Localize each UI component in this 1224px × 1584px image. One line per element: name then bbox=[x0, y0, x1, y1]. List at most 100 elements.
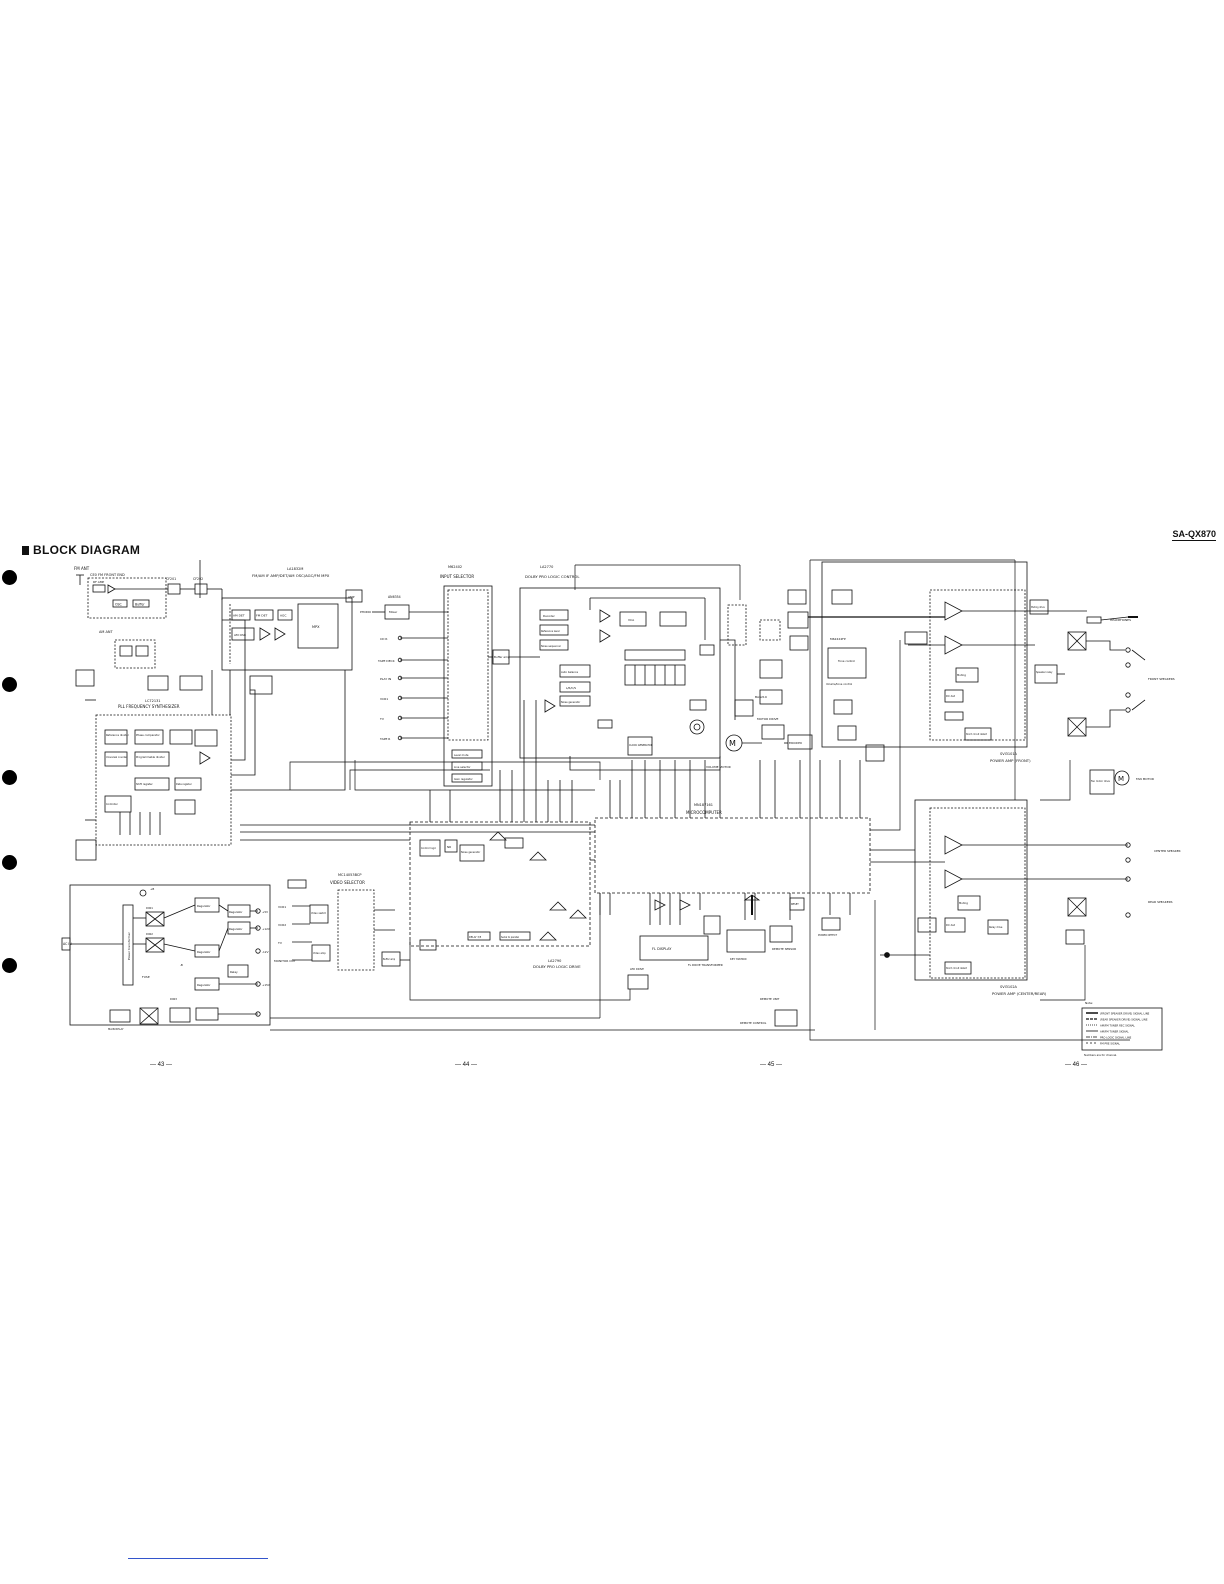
volume-resistor-box bbox=[727, 604, 747, 646]
video-in-vcr2: VCR2 bbox=[278, 923, 286, 927]
center-speaker-label: CENTER SPEAKER bbox=[1154, 849, 1181, 853]
binder-hole bbox=[2, 855, 17, 870]
amp-box bbox=[345, 589, 363, 603]
speaker-relay-label: Speaker relay bbox=[1036, 671, 1053, 674]
binder-hole bbox=[2, 770, 17, 785]
am-osc-coil bbox=[147, 675, 169, 691]
power-detect-label: POWER DETECT bbox=[818, 934, 838, 937]
fl-drive-label: FL DRIVE TRANSFORMER bbox=[688, 963, 723, 967]
video-switch-label: Video switch bbox=[311, 912, 327, 915]
input-selector-ic bbox=[447, 589, 489, 741]
delay-box bbox=[467, 931, 491, 941]
mpx-box bbox=[297, 603, 339, 649]
noise-sequencer-box bbox=[539, 639, 569, 651]
decoder-out-box bbox=[419, 939, 437, 951]
speaker-relay-box bbox=[1034, 664, 1058, 684]
pll-amp-triangle bbox=[199, 751, 211, 765]
am-det-ext bbox=[179, 675, 203, 691]
video-in-vcr1: VCR1 bbox=[278, 905, 286, 909]
page-number: — 46 — bbox=[1065, 1062, 1088, 1068]
power-frame bbox=[69, 884, 271, 1026]
clock-gen-label: CLOCK GENERATOR bbox=[629, 744, 653, 747]
prologic-drive-ic bbox=[409, 821, 591, 947]
video-switch-box bbox=[309, 904, 329, 924]
source-cd: CD R bbox=[380, 637, 387, 641]
voltage-b-plus: +B bbox=[150, 887, 154, 891]
noise-generator-box bbox=[559, 695, 591, 707]
source-tv: TV bbox=[379, 717, 385, 721]
front-amp-label: POWER AMP (FRONT) bbox=[990, 758, 1031, 763]
relay-drive-box bbox=[987, 919, 1009, 935]
input-selector-frame bbox=[443, 585, 493, 787]
front-amp-section: SVI3101A POWER AMP (FRONT) Muting DC det… bbox=[808, 561, 1175, 795]
center-protect-label: Short circuit detect bbox=[946, 967, 967, 970]
regulator-4-label: Regulator bbox=[197, 950, 211, 954]
front-speakers-label: FRONT SPEAKERS bbox=[1148, 677, 1175, 681]
binder-hole bbox=[2, 677, 17, 692]
controller-label: Controller bbox=[106, 803, 118, 806]
relay-front-box bbox=[865, 744, 885, 762]
center-amp-label: POWER AMP (CENTER/REAR) bbox=[992, 991, 1047, 996]
video-label: VIDEO SELECTOR bbox=[330, 880, 365, 885]
pre-amp2-box bbox=[759, 689, 783, 705]
video-monitor-out: MONITOR OUT bbox=[274, 959, 296, 963]
fan-motor-icon bbox=[1114, 770, 1130, 786]
cf202-box bbox=[194, 583, 208, 595]
page-title-text: BLOCK DIAGRAM bbox=[33, 543, 141, 557]
remote-control-box bbox=[774, 1009, 798, 1027]
thermal-front-box bbox=[837, 725, 857, 741]
prologic-ic bbox=[519, 587, 721, 759]
phase-comp-label: Phase comparator bbox=[136, 733, 161, 737]
gain-regulator-label: Gain regulator bbox=[454, 777, 474, 781]
am-det-label: AM DET bbox=[233, 614, 245, 618]
reset-box bbox=[789, 897, 805, 911]
prologic-chip: LA2770 bbox=[540, 565, 553, 569]
video-section: MC14053BCP VIDEO SELECTOR Video switch V… bbox=[274, 873, 410, 971]
key-matrix-label: KEY MATRIX bbox=[730, 957, 747, 961]
fan-m-glyph: M bbox=[1118, 775, 1124, 783]
fm-det-box bbox=[254, 609, 274, 621]
video-buffer-box bbox=[381, 951, 401, 967]
osc-box bbox=[112, 599, 128, 608]
la1832-function: FM/AM IF AMP/DET/AM OSC/AGC/FM MPX bbox=[252, 573, 330, 578]
power-detect-box bbox=[821, 917, 841, 931]
video-buffer-label: Buffer amp bbox=[383, 958, 396, 961]
phono-label: PHONO bbox=[360, 610, 372, 614]
prologic-label: DOLBY PRO LOGIC CONTROL bbox=[525, 574, 580, 579]
headphone-jack bbox=[1086, 616, 1102, 624]
center-amp-chip: SVI3102A bbox=[1000, 985, 1018, 989]
muting-box bbox=[955, 667, 979, 683]
gain-regulator-box bbox=[451, 773, 483, 783]
buffer-front-box bbox=[831, 589, 853, 605]
volume-label: Volume/tone control bbox=[826, 682, 852, 686]
fm-ant-label: FM ANT bbox=[74, 566, 90, 571]
delay-label: DELAY 3/5 bbox=[469, 936, 482, 939]
control-logic-label: Control logic bbox=[421, 847, 437, 850]
fuse-label: FUSE bbox=[142, 975, 150, 979]
short-detect-box bbox=[964, 727, 992, 741]
volume-ic-chip: M62424FP bbox=[830, 637, 846, 641]
source-vcr1: VCR1 bbox=[380, 697, 388, 701]
vca-box bbox=[619, 611, 647, 627]
am-mix-box bbox=[135, 645, 149, 657]
lpf-box bbox=[194, 729, 218, 747]
thermal-box bbox=[944, 711, 964, 721]
auto-balance-label: Auto balance bbox=[561, 670, 578, 674]
center-muting-label: Muting bbox=[959, 901, 968, 905]
motor-drive-label: MOTOR DRIVE bbox=[757, 717, 779, 721]
level-mute-box bbox=[451, 749, 483, 759]
model-number: SA-QX870 bbox=[1172, 529, 1216, 541]
led-drive-label: LED DRIVE bbox=[630, 967, 644, 971]
data-register-box bbox=[174, 777, 202, 791]
reset-label: RESET bbox=[791, 903, 799, 906]
volume-ic-box bbox=[827, 647, 867, 679]
rear-spk-relay bbox=[1067, 897, 1087, 917]
if-amp-triangle bbox=[274, 627, 286, 641]
universal-counter-label: Universal counter bbox=[106, 756, 127, 759]
amp-box-label: AMP bbox=[348, 595, 355, 599]
fan-motor-label: FAN MOTOR bbox=[1136, 777, 1154, 781]
prologic-section: LA2770 DOLBY PRO LOGIC CONTROL Decoder R… bbox=[519, 565, 783, 771]
ref-divider-label: Reference divider bbox=[106, 733, 130, 737]
